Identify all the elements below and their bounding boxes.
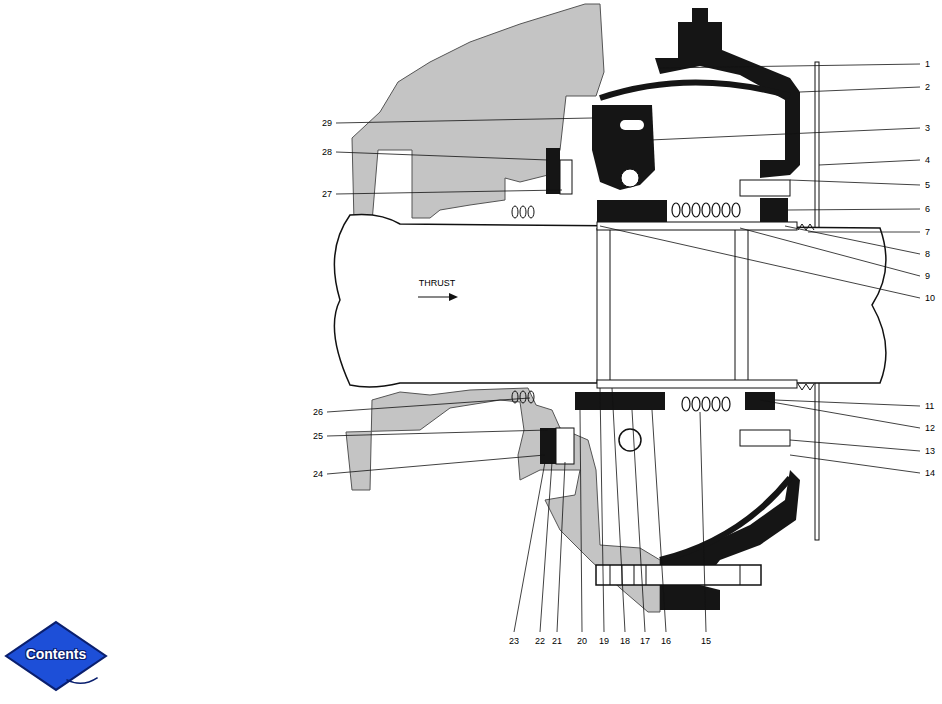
spring bbox=[672, 203, 740, 217]
stud-bolt bbox=[610, 565, 740, 585]
seat bbox=[546, 148, 560, 194]
shaft bbox=[334, 214, 886, 387]
callout-number: 3 bbox=[925, 124, 930, 133]
callout-number: 26 bbox=[313, 408, 323, 417]
seat bbox=[556, 428, 574, 464]
callout-number: 8 bbox=[925, 250, 930, 259]
callout-number: 15 bbox=[701, 637, 711, 646]
callout-number: 16 bbox=[661, 637, 671, 646]
callout-number: 23 bbox=[509, 637, 519, 646]
gland bbox=[660, 478, 790, 560]
callout-number: 29 bbox=[322, 119, 332, 128]
callout-number: 27 bbox=[322, 190, 332, 199]
callout-number: 6 bbox=[925, 205, 930, 214]
callout-number: 5 bbox=[925, 181, 930, 190]
sleeve bbox=[597, 222, 797, 230]
diamond-shadow bbox=[66, 678, 97, 684]
callout-number: 21 bbox=[552, 637, 562, 646]
seal-ring bbox=[760, 198, 788, 222]
spring bbox=[512, 206, 534, 403]
stud-bolt bbox=[596, 565, 761, 585]
callout-number: 13 bbox=[925, 447, 935, 456]
callout-number: 12 bbox=[925, 424, 935, 433]
drive-collar bbox=[620, 120, 644, 130]
spring bbox=[682, 397, 730, 411]
button-text: Contents bbox=[4, 646, 108, 662]
contents-button: Contents bbox=[4, 620, 108, 692]
callout-number: 22 bbox=[535, 637, 545, 646]
bellows bbox=[798, 224, 814, 390]
callout-number: 28 bbox=[322, 148, 332, 157]
callout-number: 25 bbox=[313, 432, 323, 441]
seat bbox=[540, 428, 556, 464]
seal-ring bbox=[740, 430, 790, 446]
seal-ring bbox=[740, 180, 790, 196]
seal-ring bbox=[575, 392, 665, 410]
callout-number: 11 bbox=[925, 402, 934, 411]
callout-number: 20 bbox=[577, 637, 587, 646]
direction-label: THRUST bbox=[419, 279, 456, 288]
leader-line bbox=[327, 64, 920, 632]
callout-number: 17 bbox=[640, 637, 650, 646]
callout-number: 24 bbox=[313, 470, 323, 479]
callout-number: 9 bbox=[925, 272, 930, 281]
callout-number: 18 bbox=[620, 637, 630, 646]
thrust-arrow bbox=[449, 293, 458, 301]
drive-collar bbox=[619, 429, 641, 451]
thrust-arrow bbox=[418, 296, 452, 297]
seal-ring bbox=[597, 200, 667, 222]
housing bbox=[352, 4, 604, 222]
callout-number: 19 bbox=[599, 637, 609, 646]
drive-collar bbox=[592, 105, 655, 190]
gland bbox=[600, 82, 790, 98]
callout-number: 1 bbox=[925, 60, 930, 69]
seat bbox=[560, 160, 572, 194]
seal-ring bbox=[745, 392, 775, 410]
callout-number: 10 bbox=[925, 294, 935, 303]
sleeve bbox=[597, 380, 797, 388]
callout-number: 2 bbox=[925, 83, 930, 92]
callout-number: 14 bbox=[925, 469, 935, 478]
callout-number: 7 bbox=[925, 228, 930, 237]
drive-collar bbox=[621, 169, 639, 187]
shaft-step bbox=[597, 228, 748, 383]
gland bbox=[660, 470, 800, 610]
callout-number: 4 bbox=[925, 156, 930, 165]
